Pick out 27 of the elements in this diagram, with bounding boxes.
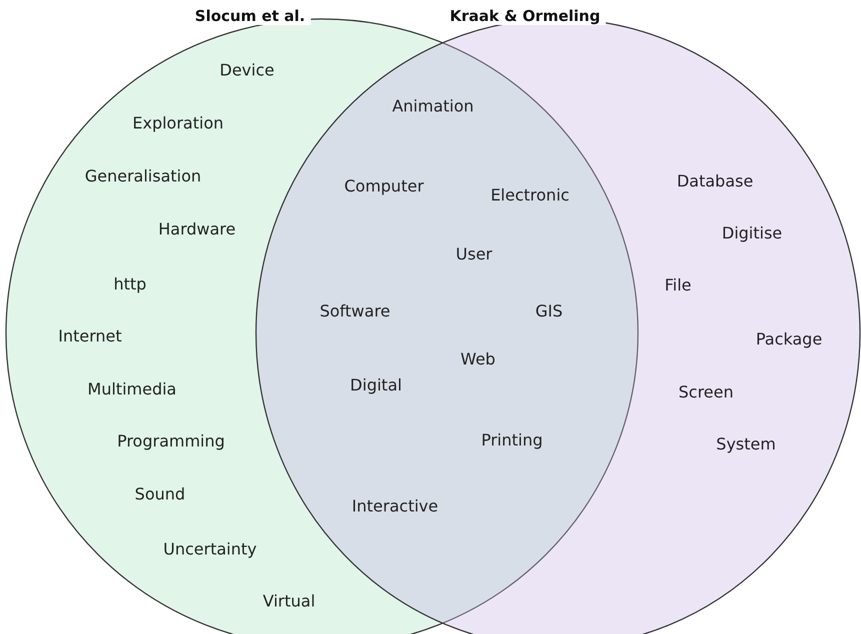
term-label: Sound [134, 484, 186, 504]
term-label: System [716, 434, 776, 454]
term-label: Computer [344, 176, 424, 196]
term-label: Digitise [722, 224, 782, 242]
term-label: Package [756, 330, 822, 348]
term-label: Printing [481, 430, 543, 450]
term-label: Web [460, 350, 496, 368]
term-label: Virtual [262, 592, 316, 610]
term-label: GIS [535, 302, 563, 320]
term-label: Interactive [352, 496, 438, 516]
term-label: Electronic [490, 186, 570, 204]
term-label: Internet [58, 326, 122, 346]
term-label: Database [676, 172, 754, 190]
term-label: Generalisation [84, 166, 202, 186]
term-label: Programming [117, 432, 225, 450]
term-label: Digital [350, 376, 402, 394]
term-label: User [456, 244, 492, 264]
term-label: Screen [678, 382, 734, 402]
term-label: Hardware [158, 220, 236, 238]
term-label: Multimedia [88, 380, 176, 398]
term-label: Animation [392, 96, 474, 116]
term-label: Uncertainty [163, 540, 257, 558]
term-label: http [114, 274, 146, 294]
term-label: File [664, 276, 692, 294]
term-label: Software [320, 302, 390, 320]
term-label: Exploration [132, 114, 224, 132]
term-label: Device [220, 60, 274, 80]
